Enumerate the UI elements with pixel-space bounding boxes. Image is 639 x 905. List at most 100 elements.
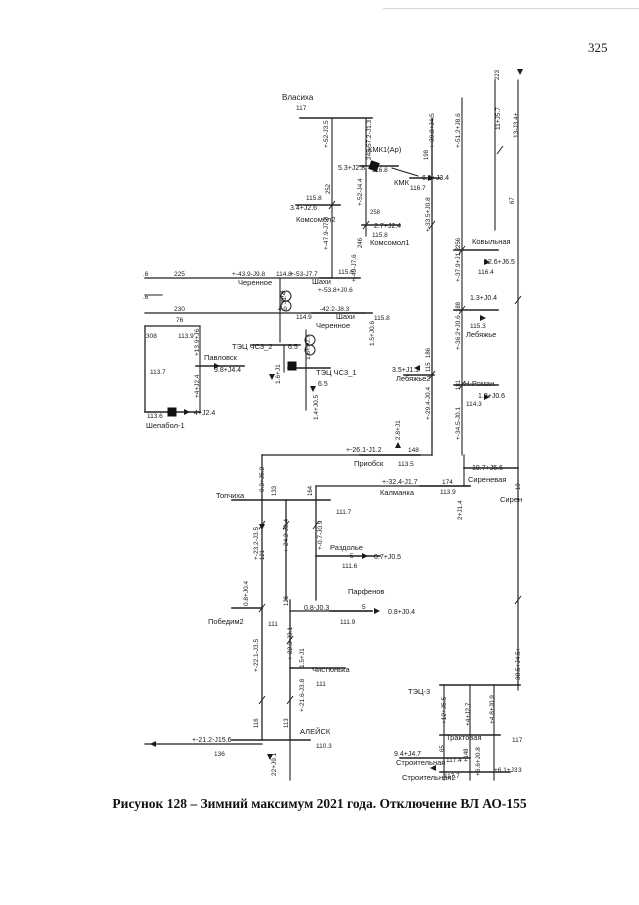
label-priobsk-148: 148 [408, 447, 419, 454]
label-topchikha: Топчиха [216, 491, 245, 500]
arrow-feeder-down-1 [310, 386, 316, 392]
label-tec3-f5: 65 [440, 745, 446, 752]
label-pavlovsk: Павловск [204, 353, 238, 362]
label-f-nr-3: +-29.4-J0.4 [425, 387, 432, 420]
label-ch-top-5: .6 [143, 271, 149, 278]
label-f-leb-1: +-36.2+J0.6 [455, 315, 462, 350]
label-f-t-6: 126 [284, 595, 290, 606]
label-lebyazhye-load: 1.3+J0.4 [470, 295, 497, 302]
label-kalmanka-174: 174 [442, 479, 453, 486]
switch-tick-4 [458, 305, 466, 315]
label-aleysk: АЛЕЙСК [300, 727, 331, 736]
label-tec3-117: 117 [512, 737, 523, 744]
label-aleysk-flow: +-21.2-J15.6 [192, 737, 232, 744]
label-f-kov-2: +-37.9+J1.2 [455, 247, 462, 282]
label-parfenov-load: 0.8+J0.4 [388, 609, 415, 616]
diagram-arrows [150, 69, 523, 771]
label-shepabol-load: 4+J2.4 [194, 410, 215, 417]
switch-tick-15 [514, 295, 522, 305]
label-topchikha-164: 164 [308, 485, 314, 496]
label-ch-mid-6: Шахи [336, 312, 355, 321]
label-f-vl-1: +-52-J3.5 [323, 120, 330, 148]
label-kovylnaya-v: 116.4 [478, 269, 494, 276]
label-vlasikha: Власиха [282, 93, 314, 102]
label-left-13-9: +13.9+J6 [194, 329, 201, 356]
figure-caption: Рисунок 128 – Зимний максимум 2021 года.… [112, 796, 527, 811]
label-ch-top-3: +-53-J7.7 [290, 271, 318, 278]
label-topchikha-133: 133 [272, 485, 278, 496]
label-tec-chs3-2: ТЭЦ ЧС3_2 [232, 342, 273, 351]
label-shepabol-v: 113.6 [147, 413, 163, 420]
label-kmk1-load: 5.3+J2.8 [338, 165, 365, 172]
transformer-tec-2 [304, 344, 316, 356]
label-ch-mid-10: 1.5+J0.6 [369, 320, 376, 346]
arrow-kovylnaya [484, 259, 490, 265]
label-razdolye-load: 0.7+J0.5 [374, 554, 401, 561]
switch-tick-8 [282, 520, 290, 530]
label-topchikha-f1: 9.3+J5.2 [259, 466, 266, 492]
label-stroitelnaya-load: 9.4+J4.7 [394, 751, 421, 758]
label-aleysk-136: 136 [214, 751, 225, 758]
label-f-t-11: +-21.6-J3.8 [299, 679, 306, 712]
switch-tick-12 [286, 695, 294, 705]
label-f-t-3: +-24.2-J3.4 [283, 519, 290, 552]
label-stroitelnaya-f2: +6.6+J0.8 [475, 747, 482, 776]
label-f-t-2: 121 [260, 549, 266, 560]
label-tec3: ТЭЦ-3 [408, 687, 430, 696]
label-f-t-13: 113 [284, 718, 290, 728]
label-f-t-9: +-22.3-J3.1 [287, 627, 294, 660]
label-ch-mid-11: -34.4 [279, 290, 286, 305]
label-ch-top-1: +-43.9-J9.8 [232, 271, 265, 278]
label-kovylnaya: Ковыльная [472, 237, 511, 246]
label-f-kom-5: +-33.5+J0.8 [425, 197, 432, 232]
label-shakhi: Шахи [312, 277, 331, 286]
label-stroitelnaya-v: 117.4 [446, 757, 462, 764]
label-f-kom-3: 246 [358, 237, 364, 248]
scan-edge-line [383, 8, 639, 9]
label-f-t-5: 0.8+J0.4 [243, 580, 250, 606]
label-f-vl-4: +-39.8+J4.5 [429, 113, 436, 148]
label-f-t-1: +-23.2-J3.5 [253, 527, 260, 560]
switch-tick-16 [514, 595, 522, 605]
arrow-n-roman [484, 394, 490, 400]
label-ch-mid-3: 4.9 [278, 306, 287, 313]
label-tec-f2: 1.4+J0.5 [313, 394, 320, 420]
label-komsomol1-v: 115.8 [372, 232, 388, 239]
label-left-4-4: +4+J2.4 [194, 374, 201, 398]
label-tec-f3: 1.6+J0.7 [305, 334, 312, 360]
arrow-aleysk-down [267, 754, 273, 760]
label-stroitelnaya2: Строительная2 [402, 773, 456, 782]
label-f-leb-2: 186 [426, 347, 432, 358]
label-priobsk-up: 2.8+J1 [395, 420, 402, 440]
label-ch-mid-7: Черенное [316, 321, 350, 330]
label-f-kom-1: 252 [326, 183, 332, 194]
switch-tick-14 [496, 145, 504, 155]
label-left-308: 308 [146, 333, 157, 340]
label-kalmanka-v: 113.9 [440, 489, 456, 496]
label-chistyunka-v: 111 [316, 681, 326, 688]
switch-tick-3 [458, 245, 466, 255]
breaker-kmk1 [368, 160, 380, 172]
label-komsomol2: Комсомол2 [296, 215, 335, 224]
label-right-67: 67 [510, 197, 516, 204]
label-pobeda2: Победим2 [208, 617, 244, 626]
diagram-lines [144, 79, 521, 781]
label-parfenov-5: 5 [362, 604, 366, 611]
label-f-t-8: +-22.1-J3.5 [253, 639, 260, 672]
arrow-top-right [517, 69, 523, 75]
label-f-t-4: +-0.7-J0.9 [317, 520, 324, 550]
label-f-r-3: 13-J3.4+ [513, 112, 520, 138]
label-parfenov-flow: 0.8-J0.3 [304, 605, 329, 612]
label-aleysk-v: 110.3 [316, 743, 332, 750]
line-kmk-link [391, 167, 419, 177]
label-n-roman-load: 1.3+J0.6 [478, 393, 505, 400]
label-kmk: КМК [394, 178, 410, 187]
label-lebyazhye-v: 115.3 [470, 323, 486, 330]
label-tec-chs3-1: ТЭЦ ЧС3_1 [316, 368, 357, 377]
label-lebyazhye2-load: 3.5+J1.1 [392, 367, 419, 374]
label-razdolye-v: 111.6 [342, 563, 358, 570]
label-f-r-2: 11+J5.7 [495, 107, 502, 130]
